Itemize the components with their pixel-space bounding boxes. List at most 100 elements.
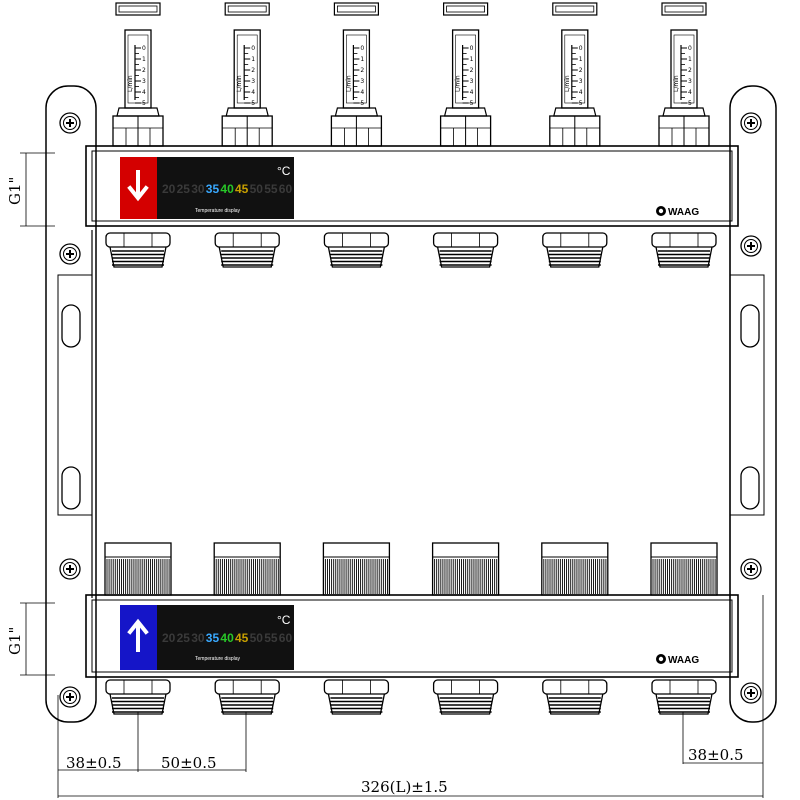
temperature-value: 45 <box>235 182 249 196</box>
temperature-value: 35 <box>206 631 220 645</box>
temperature-value: 55 <box>264 631 278 645</box>
screw-icon <box>59 686 81 708</box>
flow-scale-label: 5 <box>470 100 474 107</box>
flow-unit-label: L/min <box>127 75 134 92</box>
flow-scale-label: 1 <box>579 56 583 63</box>
flow-scale-label: 2 <box>360 67 364 74</box>
flow-scale-label: 2 <box>688 67 692 74</box>
temperature-value: 30 <box>191 182 205 196</box>
flow-scale-label: 4 <box>579 89 583 96</box>
outlet-connector <box>105 232 171 268</box>
valve-cap <box>213 542 281 596</box>
flow-unit-label: L/min <box>673 75 680 92</box>
temperature-value: 30 <box>191 631 205 645</box>
screw-icon <box>740 682 762 704</box>
flow-scale-label: 5 <box>142 100 146 107</box>
temperature-value: 40 <box>220 182 234 196</box>
flow-scale-label: 4 <box>470 89 474 96</box>
flow-scale-label: 5 <box>251 100 255 107</box>
slot-hole <box>61 466 81 510</box>
flow-scale-label: 3 <box>579 78 583 85</box>
temperature-value: 50 <box>250 631 264 645</box>
right-bracket <box>729 85 777 723</box>
temperature-display-caption: Temperature display <box>195 656 241 662</box>
total-length-dimension: 326(L)±1.5 <box>361 778 448 796</box>
temperature-value: 35 <box>206 182 220 196</box>
flow-scale-label: 5 <box>579 100 583 107</box>
flow-scale-label: 3 <box>360 78 364 85</box>
screw-icon <box>740 235 762 257</box>
flow-scale-label: 1 <box>360 56 364 63</box>
right-offset-dimension: 38±0.5 <box>688 746 744 764</box>
screw-icon <box>59 243 81 265</box>
flow-unit-label: L/min <box>236 75 243 92</box>
flow-scale-label: 2 <box>579 67 583 74</box>
outlet-connector <box>432 232 499 268</box>
temperature-value: 20 <box>162 182 176 196</box>
flow-scale-label: 2 <box>142 67 146 74</box>
valve-cap <box>322 542 391 596</box>
temperature-value: 60 <box>279 182 293 196</box>
flow-scale-label: 0 <box>251 45 255 52</box>
left-offset-dimension: 38±0.5 <box>66 754 122 772</box>
slot-hole <box>740 304 760 348</box>
flow-scale-label: 3 <box>688 78 692 85</box>
flow-unit-label: L/min <box>345 75 352 92</box>
brand-name: WAAG <box>668 655 699 666</box>
flow-scale-label: 5 <box>360 100 364 107</box>
outlet-connector <box>323 679 390 715</box>
slot-hole <box>61 304 81 348</box>
outlet-spacing-dimension: 50±0.5 <box>161 754 217 772</box>
bottom-outlet-connectors <box>105 679 717 715</box>
flow-scale-label: 1 <box>470 56 474 63</box>
temperature-unit: °C <box>277 164 291 178</box>
arrow-down-icon <box>127 170 149 202</box>
temperature-value: 40 <box>220 631 234 645</box>
outlet-connector <box>432 679 499 715</box>
temperature-display-caption: Temperature display <box>195 208 241 214</box>
flow-scale-label: 1 <box>142 56 146 63</box>
outlet-connector <box>214 232 280 268</box>
top-outlet-connectors <box>105 232 717 268</box>
flow-scale-label: 0 <box>142 45 146 52</box>
outlet-connector <box>542 232 608 268</box>
flow-scale-label: 0 <box>688 45 692 52</box>
slot-hole <box>740 466 760 510</box>
dimension-lines <box>20 152 764 798</box>
flow-scale-label: 0 <box>470 45 474 52</box>
outlet-connector <box>651 232 717 268</box>
valve-cap <box>104 542 172 596</box>
flow-scale-label: 2 <box>251 67 255 74</box>
outlet-connector <box>323 232 390 268</box>
valve-cap <box>541 542 609 596</box>
valve-cap <box>650 542 718 596</box>
flow-scale-label: 4 <box>251 89 255 96</box>
valve-cap <box>431 542 500 596</box>
screw-icon <box>740 112 762 134</box>
brand-name: WAAG <box>668 207 699 218</box>
top-thread-size-label: G1" <box>6 177 24 205</box>
flow-scale-label: 1 <box>251 56 255 63</box>
outlet-connector <box>651 679 717 715</box>
temperature-unit: °C <box>277 613 291 627</box>
flow-unit-label: L/min <box>455 75 462 92</box>
temperature-value: 20 <box>162 631 176 645</box>
arrow-up-icon <box>127 618 149 652</box>
flow-scale-label: 2 <box>470 67 474 74</box>
flow-scale-label: 4 <box>360 89 364 96</box>
outlet-connector <box>542 679 608 715</box>
screw-icon <box>59 112 81 134</box>
flowmeter-row: 0 1 2 3 4 5 L/min 0 1 2 3 4 5 L/min 0 1 2 3 4 5 L/min 0 1 2 3 4 5 L… <box>112 2 710 147</box>
flow-scale-label: 3 <box>142 78 146 85</box>
valve-caps-row <box>104 542 718 596</box>
temperature-value: 55 <box>264 182 278 196</box>
temperature-value: 60 <box>279 631 293 645</box>
